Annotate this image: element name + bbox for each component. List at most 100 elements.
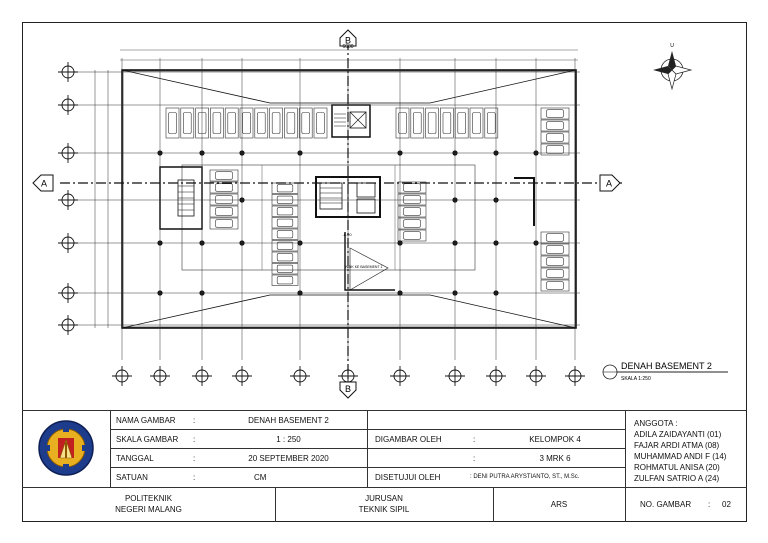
parking-stall-icon <box>397 193 427 206</box>
parking-stall-icon <box>484 107 499 139</box>
grid-bubble-icon <box>486 366 506 386</box>
grid-bubble-icon <box>58 190 78 210</box>
parking-stall-icon <box>271 263 299 275</box>
parking-stall-icon <box>271 240 299 252</box>
parking-stall-icon <box>271 228 299 240</box>
sep: : <box>193 454 196 463</box>
drawing-title: DENAH BASEMENT 2 <box>621 361 712 371</box>
parking-stall-icon <box>425 107 439 139</box>
titleblock-row-rule <box>110 448 367 449</box>
grid-bubble-icon <box>112 366 132 386</box>
svg-text:B: B <box>345 36 351 46</box>
department-line1: JURUSAN <box>365 494 403 503</box>
drawing-scale: SKALA 1:250 <box>621 376 651 382</box>
code-ars: ARS <box>550 500 568 509</box>
parking-stall-icon <box>284 107 298 139</box>
department-line2: TEKNIK SIPIL <box>358 505 410 514</box>
svg-text:U: U <box>670 43 674 49</box>
parking-stall-icon <box>269 107 283 139</box>
grid-bubble-icon <box>58 283 78 303</box>
label-nama-gambar: NAMA GAMBAR <box>116 416 176 425</box>
value-disetujui-oleh: : DENI PUTRA ARYSTIANTO, ST., M.Sc. <box>470 474 580 480</box>
grid-bubble-icon <box>58 143 78 163</box>
titleblock-row-rule <box>367 429 625 430</box>
parking-stall-icon <box>397 181 427 194</box>
titleblock-row-rule <box>367 467 625 468</box>
grid-bubble-icon <box>290 366 310 386</box>
value-satuan: CM <box>254 473 267 482</box>
titleblock-row-rule <box>367 448 625 449</box>
sep: : <box>473 454 476 463</box>
parking-stall-icon <box>454 107 469 139</box>
grid-bubble-icon <box>565 366 585 386</box>
grid-bubble-icon <box>58 315 78 335</box>
parking-stall-icon <box>540 267 570 280</box>
parking-stall-icon <box>209 205 239 218</box>
parking-stall-icon <box>210 107 224 139</box>
parking-stall-icon <box>397 217 427 230</box>
parking-stall-icon <box>540 243 570 256</box>
titleblock-top-rule <box>22 410 747 411</box>
titleblock-row-rule <box>110 429 367 430</box>
parking-stall-icon <box>209 169 239 182</box>
parking-stall-icon <box>540 119 570 132</box>
grid-bubble-icon <box>390 366 410 386</box>
value-digambar-oleh: KELOMPOK 4 <box>529 435 581 444</box>
member-item: ROHMATUL ANISA (20) <box>634 463 720 472</box>
sheet-no-value: 02 <box>722 500 731 509</box>
parking-stall-icon <box>397 205 427 218</box>
titleblock-members-divider <box>625 410 626 522</box>
parking-stall-icon <box>271 205 299 217</box>
overall-dimension: 6000 <box>342 44 353 50</box>
member-item: FAJAR ARDI ATMA (08) <box>634 441 720 450</box>
label-digambar-oleh: DIGAMBAR OLEH <box>375 435 442 444</box>
parking-stall-icon <box>209 217 239 230</box>
value-skala-gambar: 1 : 250 <box>276 435 301 444</box>
parking-stall-icon <box>540 231 570 244</box>
section-mark-b-bottom: B <box>339 381 357 399</box>
sheet-no-label: NO. GAMBAR <box>640 500 692 509</box>
grid-bubble-icon <box>58 62 78 82</box>
grid-bubble-icon <box>192 366 212 386</box>
member-item: MUHAMMAD ANDI F (14) <box>634 452 727 461</box>
parking-stall-icon <box>540 131 570 144</box>
section-mark-a-right: A <box>599 174 621 192</box>
members-title: ANGGOTA : <box>634 419 678 428</box>
grid-bubble-icon <box>445 366 465 386</box>
value-nama-gambar: DENAH BASEMENT 2 <box>248 416 329 425</box>
grid-bubble-icon <box>58 95 78 115</box>
institution-line1: POLITEKNIK <box>124 494 173 503</box>
grid-bubble-icon <box>526 366 546 386</box>
member-item: ADILA ZAIDAYANTI (01) <box>634 430 722 439</box>
parking-stall-icon <box>440 107 454 139</box>
titleblock-mid-rule <box>22 487 747 488</box>
value-tanggal: 20 SEPTEMBER 2020 <box>248 454 329 463</box>
parking-stall-icon <box>298 107 313 139</box>
label-tanggal: TANGGAL <box>116 454 154 463</box>
parking-stall-icon <box>271 182 299 194</box>
parking-stall-icon <box>180 107 195 139</box>
grid-bubble-icon <box>150 366 170 386</box>
svg-text:A: A <box>41 179 47 189</box>
parking-stall-icon <box>540 143 570 156</box>
parking-stall-icon <box>540 255 570 268</box>
svg-text:B: B <box>345 384 351 394</box>
institution-line2: NEGERI MALANG <box>115 505 182 514</box>
sheet-border <box>22 22 747 522</box>
label-skala-gambar: SKALA GAMBAR <box>116 435 179 444</box>
sep: : <box>193 473 196 482</box>
member-item: ZULFAN SATRIO A (24) <box>634 474 720 483</box>
parking-stall-icon <box>271 251 299 263</box>
parking-stall-icon <box>540 107 570 120</box>
svg-text:A: A <box>606 179 612 189</box>
parking-stall-icon <box>165 107 180 139</box>
titleblock-row-rule <box>110 467 367 468</box>
parking-stall-icon <box>271 274 299 286</box>
level-label: -8.00 <box>342 232 352 237</box>
parking-stall-icon <box>254 107 269 139</box>
parking-stall-icon <box>397 229 427 242</box>
parking-stall-icon <box>239 107 254 139</box>
titleblock-bottom-divider <box>275 487 276 522</box>
parking-stall-icon <box>224 107 239 139</box>
